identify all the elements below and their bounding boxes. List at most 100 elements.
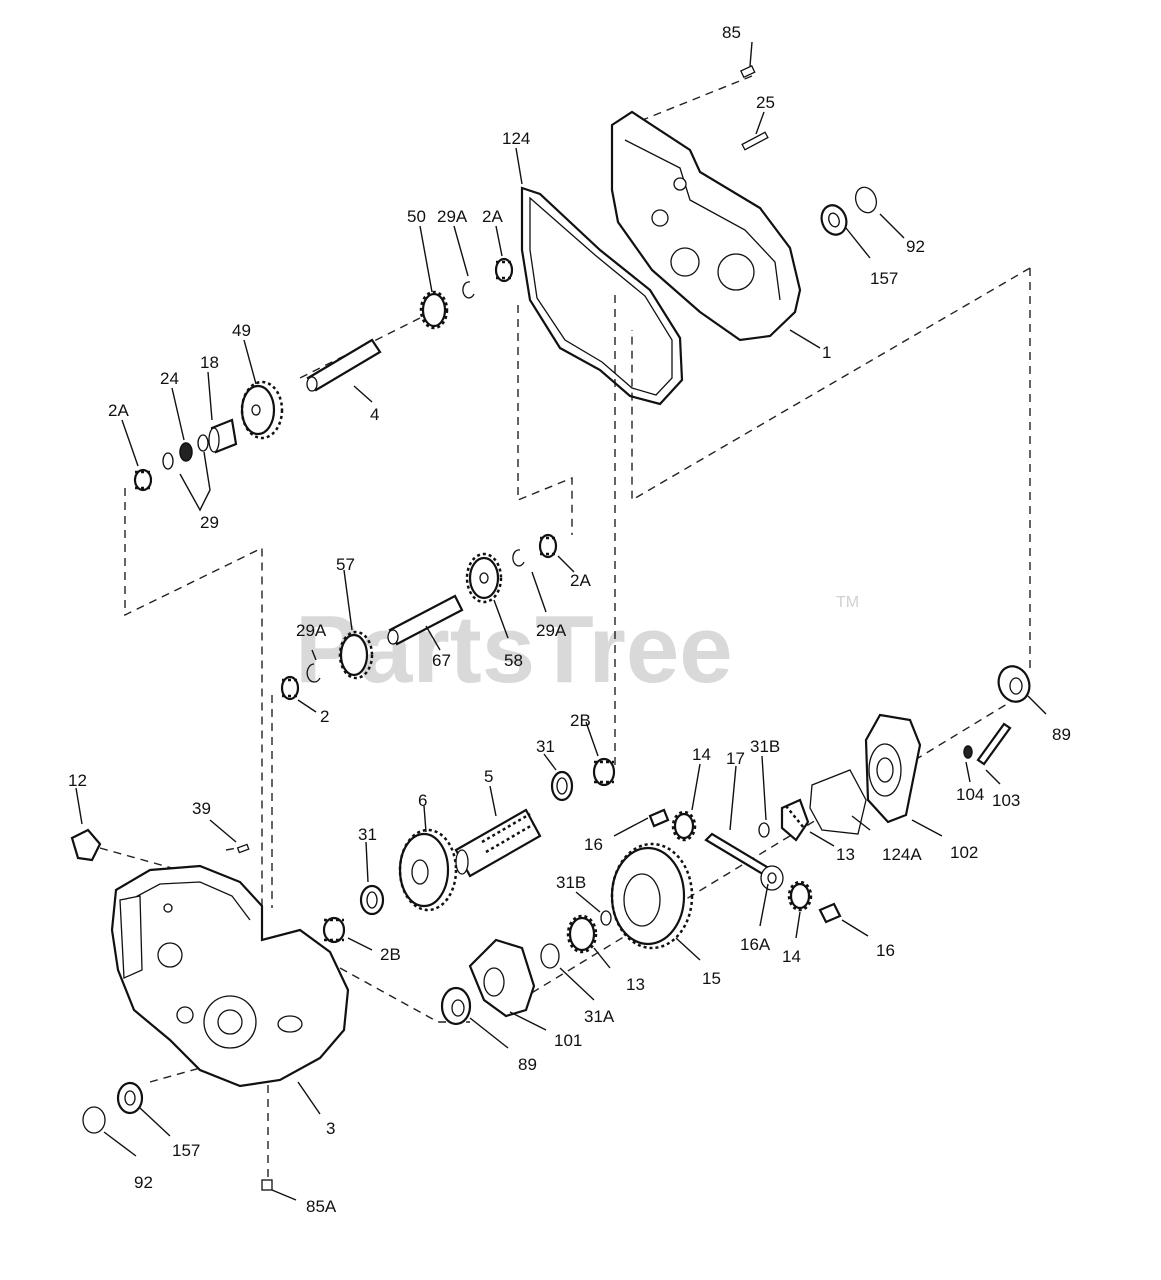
part-6-gear [398, 828, 458, 912]
part-18-spacer [208, 418, 238, 454]
callout-1: 1 [822, 343, 831, 362]
callout-157-top: 157 [870, 269, 898, 288]
part-13-bevel-gear-mid [566, 914, 598, 954]
callout-16-left: 16 [584, 835, 603, 854]
callout-2A-mid: 2A [570, 571, 591, 590]
callout-5: 5 [484, 767, 493, 786]
part-2A-bearing-mid [538, 533, 558, 559]
callout-157-bottom: 157 [172, 1141, 200, 1160]
part-104-nut [963, 745, 973, 759]
part-2B-bearing-mid [322, 916, 346, 944]
part-14-pinion-top [671, 810, 697, 842]
callout-102: 102 [950, 843, 978, 862]
part-85-screw [740, 64, 756, 79]
callout-2A-left: 2A [108, 401, 129, 420]
assembly-lines [99, 75, 1031, 1180]
callout-57: 57 [336, 555, 355, 574]
callout-92-top: 92 [906, 237, 925, 256]
callout-2: 2 [320, 707, 329, 726]
callout-25: 25 [756, 93, 775, 112]
callout-104: 104 [956, 785, 984, 804]
callout-12: 12 [68, 771, 87, 790]
part-92-washer-bottom [82, 1106, 106, 1134]
callout-85: 85 [722, 23, 741, 42]
part-16-block-left [648, 808, 670, 828]
part-49-gear [240, 380, 284, 440]
part-31B-washer-top [758, 822, 770, 838]
part-24-ring [179, 442, 193, 462]
part-29-washer-b [197, 434, 209, 452]
callout-17: 17 [726, 749, 745, 768]
part-50-gear [419, 290, 449, 330]
part-89-seal-bottom [440, 986, 472, 1026]
callout-31-top: 31 [536, 737, 555, 756]
part-103-bolt [976, 722, 1012, 766]
leader-lines [75, 41, 1047, 1201]
part-14-pinion-bottom [787, 880, 813, 912]
callout-124A: 124A [882, 845, 922, 864]
part-67-shaft [387, 594, 464, 646]
callout-14-bottom: 14 [782, 947, 801, 966]
callout-39: 39 [192, 799, 211, 818]
callout-3: 3 [326, 1119, 335, 1138]
callout-labels: 85 25 124 50 29A 2A 92 157 1 49 24 18 4 … [68, 23, 1071, 1216]
part-124-gasket [520, 186, 684, 406]
callout-31-mid: 31 [358, 825, 377, 844]
part-124A-gasket [809, 769, 867, 835]
callout-13-right: 13 [836, 845, 855, 864]
callout-6: 6 [418, 791, 427, 810]
watermark: PartsTree [295, 596, 733, 703]
callout-18: 18 [200, 353, 219, 372]
callout-29: 29 [200, 513, 219, 532]
part-15-ring-gear [610, 842, 694, 950]
part-29A-clip-top [462, 281, 475, 299]
part-13-bevel-gear-right [780, 798, 810, 842]
callout-2B-top: 2B [570, 711, 591, 730]
callout-67: 67 [432, 651, 451, 670]
part-85A-screw [261, 1179, 273, 1191]
part-31A-washer [540, 943, 560, 969]
callout-103: 103 [992, 791, 1020, 810]
part-29A-clip-left [306, 663, 321, 683]
callout-89-bottom: 89 [518, 1055, 537, 1074]
part-2-bearing [280, 675, 300, 701]
part-5-shaft [454, 808, 542, 878]
part-102-hub [864, 713, 922, 824]
callout-24: 24 [160, 369, 179, 388]
part-39-pin [236, 843, 250, 854]
part-89-seal-right [997, 665, 1031, 703]
part-16-block-right [818, 902, 842, 924]
watermark-trademark: TM [836, 594, 859, 611]
callout-16A: 16A [740, 935, 771, 954]
part-92-washer-top [854, 186, 878, 214]
callout-124: 124 [502, 129, 530, 148]
part-157-seal-top [820, 204, 848, 236]
callout-13-mid: 13 [626, 975, 645, 994]
callout-49: 49 [232, 321, 251, 340]
part-29A-clip-mid [512, 549, 525, 567]
callout-2A-top: 2A [482, 207, 503, 226]
part-2B-bearing-top [592, 757, 616, 787]
part-29-washer-a [162, 452, 174, 470]
callout-15: 15 [702, 969, 721, 988]
callout-50: 50 [407, 207, 426, 226]
part-58-gear [465, 552, 503, 604]
callout-92-bottom: 92 [134, 1173, 153, 1192]
callout-58: 58 [504, 651, 523, 670]
part-31B-washer-mid [600, 910, 612, 926]
part-31-ring-top [550, 770, 574, 802]
part-12-plug [70, 828, 102, 862]
callout-14-top: 14 [692, 745, 711, 764]
callout-29A-mid: 29A [536, 621, 567, 640]
part-2A-bearing-left [133, 468, 153, 492]
part-3-transaxle-case [110, 864, 350, 1088]
part-157-seal-bottom [116, 1081, 144, 1115]
part-17-pin [704, 832, 774, 878]
part-16A-washer [760, 865, 784, 891]
callout-29A-top: 29A [437, 207, 468, 226]
part-25-bolt [741, 131, 769, 151]
part-101-carrier [468, 938, 536, 1018]
callout-101: 101 [554, 1031, 582, 1050]
